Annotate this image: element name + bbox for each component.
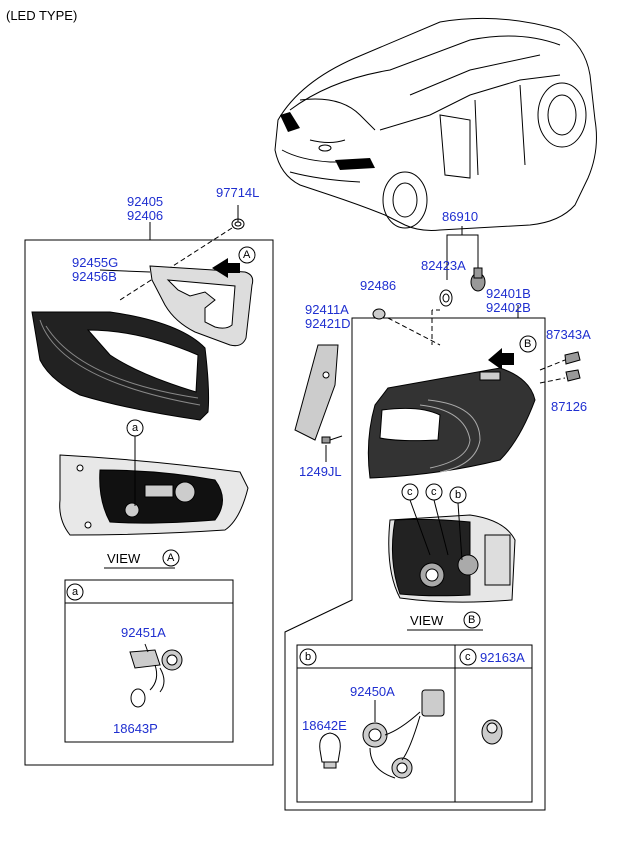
part-label-92402B[interactable]: 92402B: [486, 300, 531, 315]
washer-82423A: [439, 289, 453, 307]
vehicle-illustration: [274, 17, 597, 231]
fastener-97714L: [231, 218, 245, 230]
part-label-86910[interactable]: 86910: [442, 209, 479, 224]
part-label-18642E[interactable]: 18642E: [302, 718, 347, 733]
part-label-92401B[interactable]: 92401B: [486, 286, 531, 301]
view-a-label: VIEW: [107, 551, 141, 566]
callout-letter-B-view: B: [468, 614, 476, 626]
part-label-1249JL[interactable]: 1249JL: [299, 464, 342, 479]
bulb-18643P: [130, 688, 146, 708]
socket-92450A: [362, 689, 445, 779]
view-b-label: VIEW: [410, 613, 444, 628]
grommet-92163A: [481, 719, 503, 745]
part-label-82423A[interactable]: 82423A: [421, 258, 466, 273]
callout-letter-c2: c: [431, 486, 437, 498]
right-panel-frame: [284, 317, 546, 811]
callout-letter-b: b: [455, 489, 462, 501]
callout-letter-A-view: A: [167, 552, 175, 564]
socket-92451A: [129, 649, 183, 693]
callout-letter-a-box: a: [72, 586, 79, 598]
part-label-92450A[interactable]: 92450A: [350, 684, 395, 699]
part-label-92455G[interactable]: 92455G: [72, 255, 119, 270]
page-title: (LED TYPE): [6, 8, 78, 23]
clip-87126: [565, 369, 581, 382]
part-label-18643P[interactable]: 18643P: [113, 721, 158, 736]
callout-letter-A-top: A: [243, 249, 251, 261]
subbox-a-frame: [64, 579, 234, 743]
callout-circle-c-box: [459, 648, 477, 666]
view-a-illustration: [59, 454, 249, 536]
part-label-92451A[interactable]: 92451A: [121, 625, 166, 640]
subbox-bc-frame: [296, 644, 533, 803]
callout-letter-c1: c: [407, 486, 413, 498]
tail-lamp-inner: [31, 311, 210, 421]
bolt-92401B: [470, 267, 486, 292]
part-label-87126[interactable]: 87126: [551, 399, 588, 414]
callout-circle-c2: [425, 483, 443, 501]
part-label-92486[interactable]: 92486: [360, 278, 397, 293]
part-label-92411A[interactable]: 92411A: [305, 302, 349, 317]
part-label-97714L[interactable]: 97714L: [216, 185, 260, 200]
callout-circle-b: [449, 486, 467, 504]
screw-1249JL: [321, 435, 343, 444]
callout-circle-B-top: [519, 335, 537, 353]
clip-87343A: [564, 351, 581, 365]
vehicle-taillights: [280, 112, 375, 170]
callout-letter-a-left: a: [132, 422, 139, 434]
callout-letter-B-top: B: [524, 338, 532, 350]
part-label-92421D[interactable]: 92421D: [305, 316, 351, 331]
part-label-92406[interactable]: 92406: [127, 208, 164, 223]
left-panel-frame: [24, 222, 274, 766]
callout-circle-a-left: [126, 419, 144, 437]
view-a-arrow: [212, 258, 240, 278]
bulb-18642E: [319, 732, 341, 769]
callout-letter-c-box: c: [465, 651, 471, 663]
tail-lamp-outer: [367, 367, 536, 479]
gasket-92455G: [149, 265, 254, 347]
view-b-arrow: [488, 348, 514, 370]
part-label-92405[interactable]: 92405: [127, 194, 164, 209]
nut-92486: [372, 308, 386, 320]
part-label-92163A[interactable]: 92163A: [480, 650, 525, 665]
callout-circle-c1: [401, 483, 419, 501]
bracket-92411A: [294, 344, 339, 441]
view-b-illustration: [388, 514, 516, 603]
callout-circle-A-view: [162, 549, 180, 567]
callout-letter-b-box: b: [305, 651, 312, 663]
callout-circle-b-box: [299, 648, 317, 666]
callout-circle-B-view: [463, 611, 481, 629]
part-label-87343A[interactable]: 87343A: [546, 327, 591, 342]
callout-circle-a-box: [66, 583, 84, 601]
callout-circle-A-top: [238, 246, 256, 264]
part-label-92456B[interactable]: 92456B: [72, 269, 117, 284]
